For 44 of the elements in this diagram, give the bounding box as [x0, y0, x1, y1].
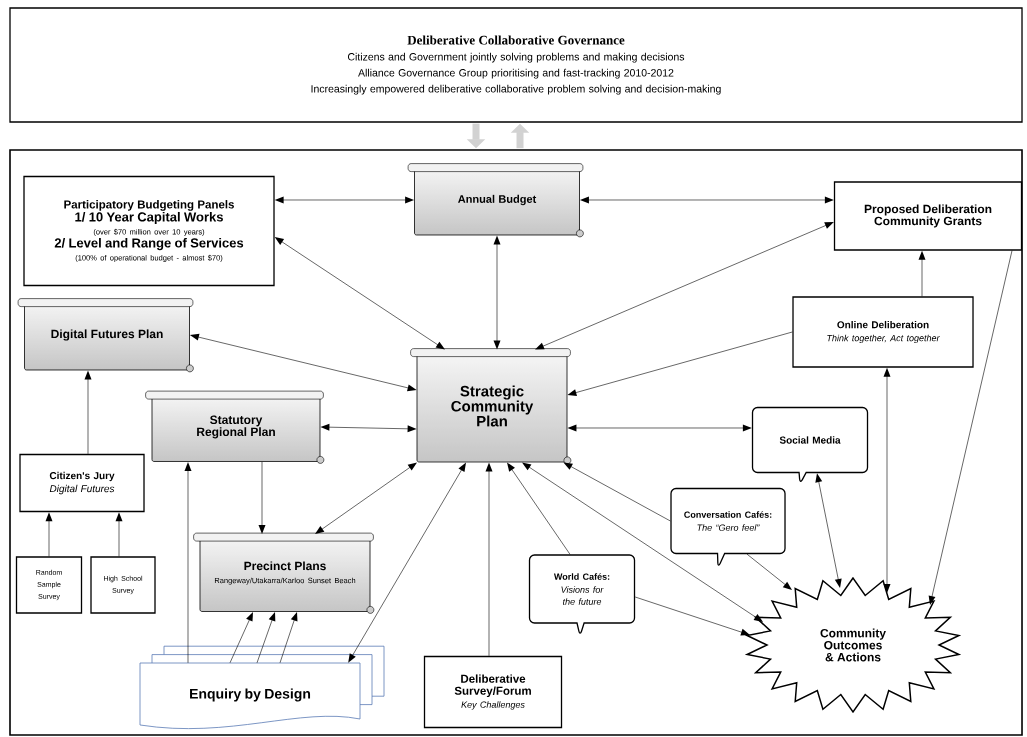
- arrow: [320, 423, 417, 433]
- scroll-box: Digital Futures Plan: [17, 298, 194, 373]
- arrow: [563, 462, 671, 522]
- process-box: Online Deliberation Think together, Act together: [792, 296, 974, 368]
- process-box: Deliberative Survey/Forum Key Challenges: [423, 655, 563, 729]
- arrow: [84, 370, 92, 455]
- arrow: [189, 333, 417, 392]
- arrow: [485, 462, 493, 657]
- arrow: [883, 367, 891, 593]
- node-label: Enquiry by Design: [190, 688, 311, 702]
- process-box: Citizen's Jury Digital Futures: [19, 453, 145, 513]
- arrow: [274, 196, 415, 204]
- process-box: Proposed Deliberation Community Grants: [833, 181, 1023, 251]
- arrow: [279, 611, 298, 664]
- arrow: [229, 611, 253, 664]
- arrow: [274, 237, 445, 350]
- document-stack: Enquiry by Design: [139, 645, 385, 729]
- arrow: [184, 461, 192, 664]
- speech-bubble: World Cafés: Visions for the future: [528, 554, 636, 634]
- scroll-box: Annual Budget: [407, 163, 584, 238]
- arrow: [348, 462, 466, 663]
- arrow: [579, 196, 834, 204]
- header-box: Deliberative Collaborative Governance Citizens and Government jointly solving problems and making decisions Alliance Governance Group prioritising and fast-tracking 2010-2012 Increasingly empowered deliberative collaborative problem solving and decision-making: [9, 7, 1023, 123]
- arrow: [567, 331, 793, 396]
- arrow: [634, 596, 750, 636]
- arrow: [567, 424, 752, 432]
- arrow: [256, 611, 276, 664]
- arrow: [522, 462, 763, 622]
- arrow: [535, 222, 834, 350]
- arrow: [45, 512, 53, 557]
- arrow: [507, 462, 571, 555]
- speech-bubble: Social Media: [751, 406, 869, 482]
- speech-bubble: Conversation Cafés: The “Gero feel”: [670, 487, 786, 566]
- arrow: [928, 250, 1013, 605]
- arrow: [315, 462, 417, 535]
- arrow: [493, 235, 501, 350]
- scroll-box: Strategic Community Plan: [410, 348, 572, 465]
- arrow: [815, 473, 842, 588]
- arrow: [258, 461, 266, 535]
- arrow: [115, 512, 123, 557]
- frame-box: [9, 149, 1023, 736]
- scroll-box: Statutory Regional Plan: [145, 390, 325, 464]
- arrow: [918, 250, 926, 297]
- arrow: [746, 553, 792, 590]
